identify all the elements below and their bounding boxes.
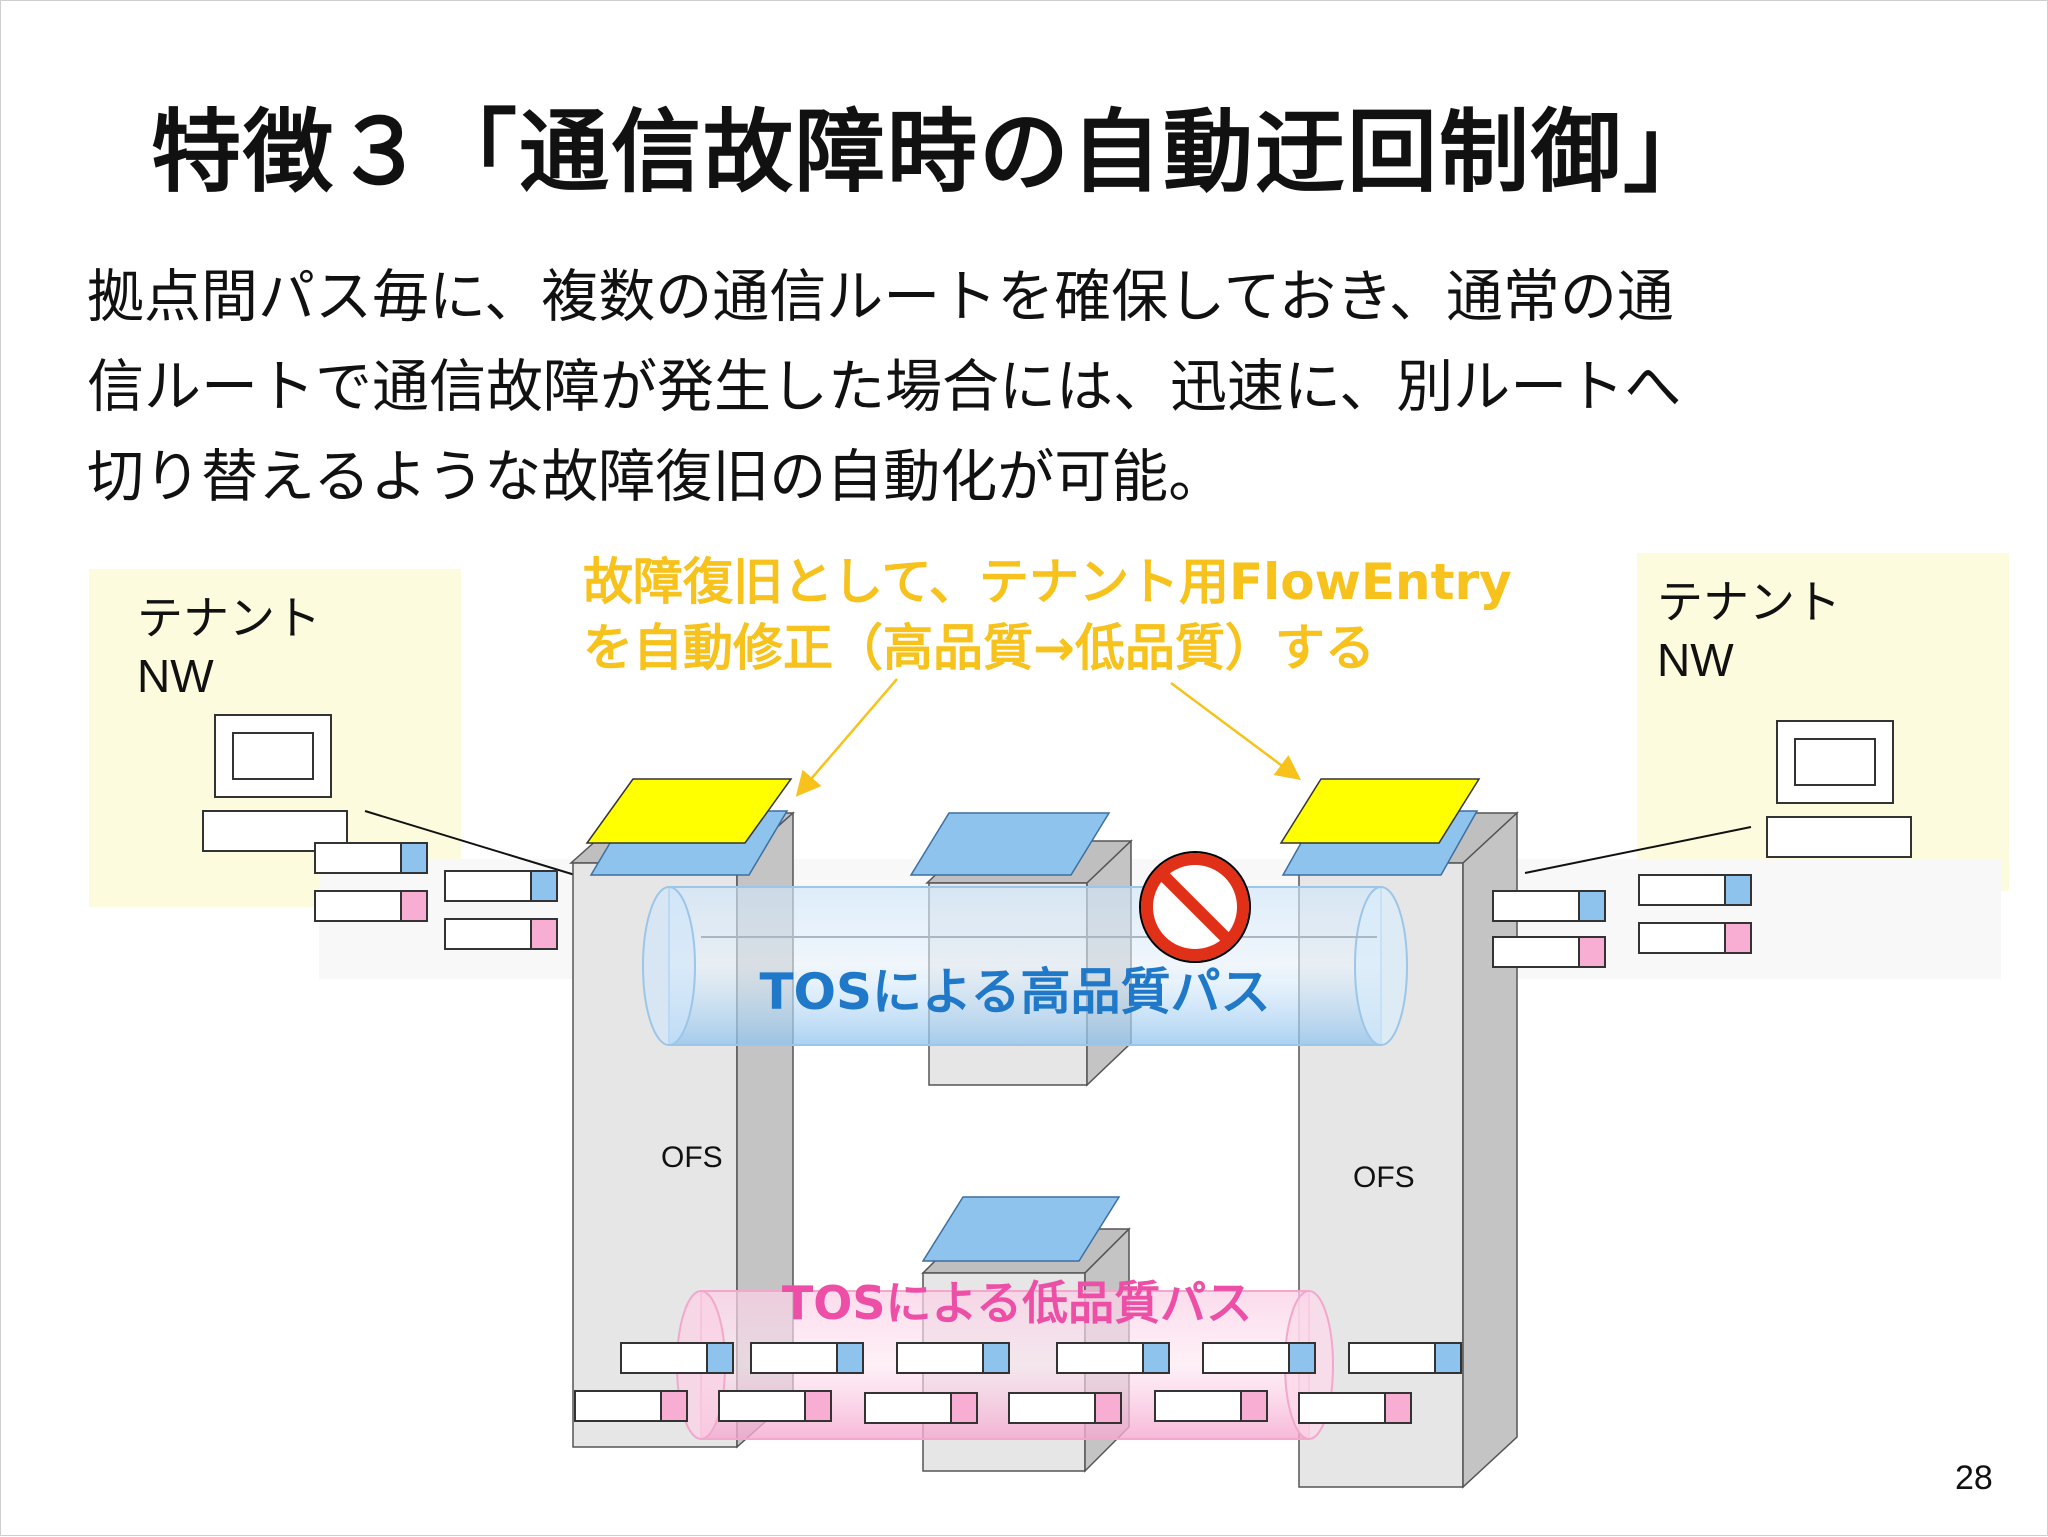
tenant-right-computer-icon <box>1766 720 1912 858</box>
tenant-left-line1: テナント <box>137 592 321 644</box>
callout-line1: 故障復旧として、テナント用FlowEntry <box>583 553 1512 611</box>
body-line-1: 拠点間パス毎に、複数の通信ルートを確保しておき、通常の通 <box>87 264 1674 330</box>
flow-entry <box>1298 1392 1412 1424</box>
tenant-right-line1: テナント <box>1657 576 1841 628</box>
ofs-left-label: OFS <box>661 1141 723 1174</box>
low-quality-path-label: TOSによる低品質パス <box>782 1276 1252 1330</box>
flow-table-bottom-middle <box>921 1196 1121 1262</box>
flow-entry <box>1154 1390 1268 1422</box>
slide-title: 特徴３「通信故障時の自動迂回制御」 <box>151 100 1715 205</box>
tenant-nw-left-label: テナント NW <box>137 589 321 705</box>
callout-line2: を自動修正（高品質→低品質）する <box>583 619 1375 677</box>
flow-entry <box>1008 1392 1122 1424</box>
tenant-nw-right-label: テナント NW <box>1657 573 1841 689</box>
flow-entry <box>750 1342 864 1374</box>
high-quality-path-tube <box>642 886 1408 1046</box>
failure-recovery-callout: 故障復旧として、テナント用FlowEntry を自動修正（高品質→低品質）する <box>583 549 1512 681</box>
flow-entry <box>444 870 558 902</box>
flow-entry <box>718 1390 832 1422</box>
flow-entry <box>896 1342 1010 1374</box>
flow-table-right-yellow <box>1279 778 1481 844</box>
flow-table-top-middle <box>909 812 1111 876</box>
callout-arrow-right <box>1170 681 1302 780</box>
flow-entry <box>1056 1342 1170 1374</box>
tenant-left-line2: NW <box>137 650 214 702</box>
link-right-pc-to-ofs <box>1524 826 1752 874</box>
tenant-left-computer-icon <box>202 714 348 852</box>
flow-entry <box>1638 874 1752 906</box>
body-line-2: 信ルートで通信故障が発生した場合には、迅速に、別ルートへ <box>87 354 1682 420</box>
flow-entry <box>1638 922 1752 954</box>
flow-table-left-yellow <box>585 778 793 844</box>
flow-entry <box>574 1390 688 1422</box>
high-quality-path-label: TOSによる高品質パス <box>759 963 1270 1021</box>
flow-entry <box>1348 1342 1462 1374</box>
body-line-3: 切り替えるような故障復旧の自動化が可能。 <box>87 444 1226 510</box>
flow-entry <box>1492 890 1606 922</box>
flow-entry <box>864 1392 978 1424</box>
flow-entry <box>1492 936 1606 968</box>
flow-entry <box>314 842 428 874</box>
flow-entry <box>444 918 558 950</box>
flow-entries <box>314 842 1752 1424</box>
flow-entry <box>620 1342 734 1374</box>
prohibited-icon <box>1139 851 1251 963</box>
tenant-right-line2: NW <box>1657 634 1734 686</box>
page-number: 28 <box>1955 1459 1993 1497</box>
ofs-right-label: OFS <box>1353 1161 1415 1194</box>
callout-arrow-left <box>795 678 898 797</box>
flow-entry <box>1202 1342 1316 1374</box>
flow-entry <box>314 890 428 922</box>
